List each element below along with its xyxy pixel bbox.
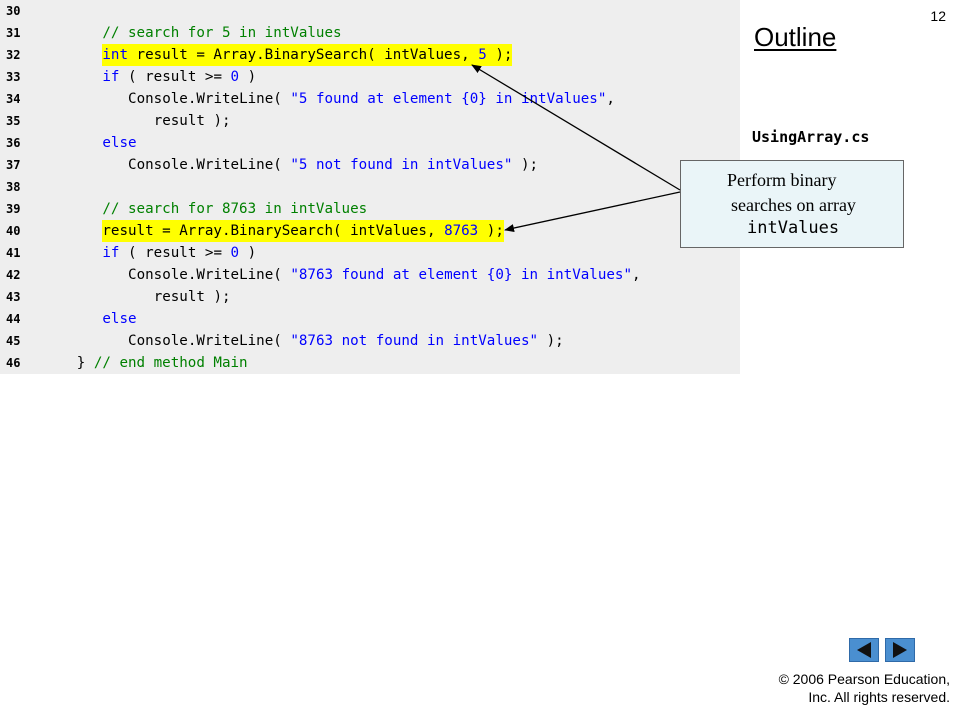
code-token: );: [512, 157, 539, 173]
code-token: // search for 5 in intValues: [102, 25, 342, 41]
code-text: else: [102, 132, 136, 154]
callout-line-1: Perform binary: [727, 170, 837, 190]
line-number: 36: [6, 136, 21, 150]
outline-title[interactable]: Outline: [754, 22, 837, 52]
line-number: 39: [6, 202, 21, 216]
code-token: ,: [632, 267, 641, 283]
code-line-45: 45 Console.WriteLine( "8763 not found in …: [0, 330, 740, 352]
previous-slide-button[interactable]: [849, 638, 879, 662]
copyright-line-1: © 2006 Pearson Education,: [778, 671, 950, 687]
code-token: Console.WriteLine(: [128, 157, 291, 173]
line-number: 31: [6, 26, 21, 40]
highlighted-code-text: int result = Array.BinarySearch( intValu…: [102, 44, 513, 66]
code-token: result = Array.BinarySearch( intValues,: [102, 223, 445, 239]
code-token: );: [486, 47, 513, 63]
callout-line-2: searches on array: [731, 195, 856, 215]
code-token: result );: [153, 289, 231, 305]
code-text: if ( result >= 0 ): [102, 242, 256, 264]
code-line-42: 42 Console.WriteLine( "8763 found at elem…: [0, 264, 740, 286]
code-token: Console.WriteLine(: [128, 267, 291, 283]
code-token: "5 not found in intValues": [290, 157, 513, 173]
code-text: result );: [154, 286, 231, 308]
code-token: if: [102, 245, 120, 261]
code-token: "8763 not found in intValues": [290, 333, 539, 349]
code-line-37: 37 Console.WriteLine( "5 not found in int…: [0, 154, 740, 176]
code-listing: 30 31 // search for 5 in intValues 32 int re…: [0, 0, 740, 374]
code-line-30: 30: [0, 0, 740, 22]
code-text: Console.WriteLine( "5 found at element {…: [128, 88, 615, 110]
copyright-notice: © 2006 Pearson Education, Inc. All right…: [779, 670, 950, 706]
code-token: );: [538, 333, 564, 349]
code-text: Console.WriteLine( "8763 not found in in…: [128, 330, 564, 352]
code-text: Console.WriteLine( "5 not found in intVa…: [128, 154, 538, 176]
code-text: Console.WriteLine( "8763 found at elemen…: [128, 264, 641, 286]
line-number: 35: [6, 114, 21, 128]
code-token: // search for 8763 in intValues: [102, 201, 368, 217]
code-token: "8763 found at element {0} in intValues": [290, 267, 633, 283]
code-text: result );: [154, 110, 231, 132]
file-label: UsingArray.cs: [752, 128, 870, 146]
line-number: 40: [6, 224, 21, 238]
line-number: 44: [6, 312, 21, 326]
code-token: ( result >=: [119, 245, 231, 261]
code-token: 0: [230, 245, 240, 261]
code-token: 8763: [444, 223, 479, 239]
code-line-43: 43 result );: [0, 286, 740, 308]
code-line-31: 31 // search for 5 in intValues: [0, 22, 740, 44]
next-slide-button[interactable]: [885, 638, 915, 662]
code-line-38: 38: [0, 176, 740, 198]
code-text: // search for 5 in intValues: [102, 22, 341, 44]
page-number: 12: [930, 8, 946, 24]
copyright-line-2: Inc. All rights reserved.: [808, 689, 950, 705]
line-number: 45: [6, 334, 21, 348]
line-number: 30: [6, 4, 21, 18]
code-line-33: 33 if ( result >= 0 ): [0, 66, 740, 88]
line-number: 32: [6, 48, 21, 62]
code-token: int: [102, 47, 129, 63]
line-number: 34: [6, 92, 21, 106]
code-token: }: [76, 355, 94, 371]
line-number: 42: [6, 268, 21, 282]
code-line-35: 35 result );: [0, 110, 740, 132]
code-line-39: 39 // search for 8763 in intValues: [0, 198, 740, 220]
triangle-left-icon: [857, 642, 871, 658]
code-token: result = Array.BinarySearch( intValues,: [128, 47, 479, 63]
code-line-40: 40 result = Array.BinarySearch( intValues…: [0, 220, 740, 242]
code-token: "5 found at element {0} in intValues": [290, 91, 607, 107]
code-token: else: [102, 135, 137, 151]
line-number: 46: [6, 356, 21, 370]
code-text: // search for 8763 in intValues: [102, 198, 367, 220]
code-token: );: [478, 223, 504, 239]
code-line-34: 34 Console.WriteLine( "5 found at element…: [0, 88, 740, 110]
code-text: if ( result >= 0 ): [102, 66, 256, 88]
code-token: 0: [230, 69, 240, 85]
code-token: else: [102, 311, 137, 327]
code-token: ( result >=: [119, 69, 231, 85]
code-token: Console.WriteLine(: [128, 333, 291, 349]
code-token: // end method Main: [93, 355, 248, 371]
code-line-44: 44 else: [0, 308, 740, 330]
callout-line-3: intValues: [747, 218, 840, 238]
triangle-right-icon: [893, 642, 907, 658]
code-text: } // end method Main: [77, 352, 248, 374]
code-line-41: 41 if ( result >= 0 ): [0, 242, 740, 264]
line-number: 37: [6, 158, 21, 172]
code-token: ): [239, 245, 257, 261]
code-line-36: 36 else: [0, 132, 740, 154]
line-number: 43: [6, 290, 21, 304]
code-token: if: [102, 69, 120, 85]
code-token: result );: [153, 113, 231, 129]
code-token: ,: [606, 91, 615, 107]
code-token: ): [239, 69, 257, 85]
line-number: 33: [6, 70, 21, 84]
code-line-32: 32 int result = Array.BinarySearch( intVa…: [0, 44, 740, 66]
highlighted-code-text: result = Array.BinarySearch( intValues, …: [102, 220, 504, 242]
code-text: else: [102, 308, 136, 330]
code-token: 5: [478, 47, 487, 63]
line-number: 38: [6, 180, 21, 194]
line-number: 41: [6, 246, 21, 260]
code-line-46: 46} // end method Main: [0, 352, 740, 374]
callout-box: Perform binary searches on array intValu…: [680, 160, 904, 248]
code-token: Console.WriteLine(: [128, 91, 291, 107]
